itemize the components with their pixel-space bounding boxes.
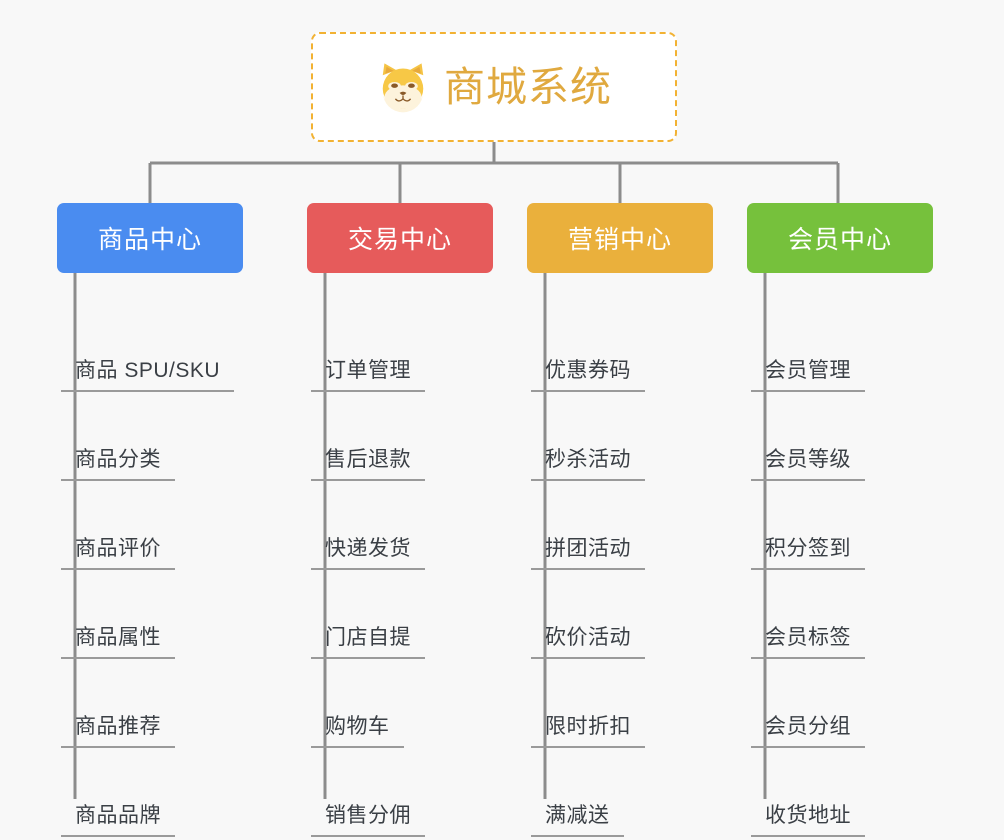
leaf-item-label: 会员等级: [751, 443, 865, 481]
leaf-item-label: 会员标签: [751, 621, 865, 659]
category-box-product[interactable]: 商品中心: [57, 203, 243, 273]
list-item[interactable]: 售后退款: [311, 392, 493, 481]
leaf-item-label: 门店自提: [311, 621, 425, 659]
category-box-marketing[interactable]: 营销中心: [527, 203, 713, 273]
leaf-item-label: 商品 SPU/SKU: [61, 354, 235, 392]
list-item[interactable]: 购物车: [311, 659, 493, 748]
list-item[interactable]: 收货地址: [751, 748, 933, 837]
root-title: 商城系统: [444, 63, 612, 110]
category-column-product: 商品中心 商品 SPU/SKU 商品分类 商品评价 商品属性 商品推荐 商品品牌: [57, 203, 243, 837]
list-item[interactable]: 商品品牌: [61, 748, 243, 837]
leaf-item-label: 商品评价: [61, 532, 175, 570]
category-column-trade: 交易中心 订单管理 售后退款 快递发货 门店自提 购物车 销售分佣: [307, 203, 493, 837]
category-column-member: 会员中心 会员管理 会员等级 积分签到 会员标签 会员分组 收货地址: [747, 203, 933, 837]
list-item[interactable]: 销售分佣: [311, 748, 493, 837]
leaf-item-label: 积分签到: [751, 532, 865, 570]
list-item[interactable]: 会员标签: [751, 570, 933, 659]
leaf-item-label: 商品属性: [61, 621, 175, 659]
list-item[interactable]: 优惠券码: [531, 303, 713, 392]
category-box-member[interactable]: 会员中心: [747, 203, 933, 273]
list-item[interactable]: 会员管理: [751, 303, 933, 392]
category-label: 商品中心: [97, 226, 202, 254]
leaf-item-label: 秒杀活动: [531, 443, 645, 481]
list-item[interactable]: 满减送: [531, 748, 713, 837]
category-column-marketing: 营销中心 优惠券码 秒杀活动 拼团活动 砍价活动 限时折扣 满减送: [527, 203, 713, 837]
list-item[interactable]: 快递发货: [311, 481, 493, 570]
leaf-item-label: 售后退款: [311, 443, 425, 481]
leaf-item-label: 会员分组: [751, 710, 865, 748]
leaf-item-label: 商品品牌: [61, 799, 175, 837]
list-item[interactable]: 商品分类: [61, 392, 243, 481]
list-item[interactable]: 会员等级: [751, 392, 933, 481]
leaf-item-label: 购物车: [311, 710, 404, 748]
leaf-item-label: 拼团活动: [531, 532, 645, 570]
leaf-item-label: 商品分类: [61, 443, 175, 481]
category-label: 营销中心: [567, 226, 672, 254]
leaf-item-list: 优惠券码 秒杀活动 拼团活动 砍价活动 限时折扣 满减送: [527, 273, 713, 837]
category-box-trade[interactable]: 交易中心: [307, 203, 493, 273]
leaf-item-label: 销售分佣: [311, 799, 425, 837]
list-item[interactable]: 拼团活动: [531, 481, 713, 570]
list-item[interactable]: 商品 SPU/SKU: [61, 303, 243, 392]
category-label: 交易中心: [347, 226, 452, 254]
leaf-item-label: 限时折扣: [531, 710, 645, 748]
list-item[interactable]: 门店自提: [311, 570, 493, 659]
list-item[interactable]: 订单管理: [311, 303, 493, 392]
leaf-item-label: 满减送: [531, 799, 624, 837]
leaf-item-list: 会员管理 会员等级 积分签到 会员标签 会员分组 收货地址: [747, 273, 933, 837]
leaf-item-label: 快递发货: [311, 532, 425, 570]
shiba-dog-face-icon: [376, 60, 430, 114]
leaf-item-list: 订单管理 售后退款 快递发货 门店自提 购物车 销售分佣: [307, 273, 493, 837]
list-item[interactable]: 秒杀活动: [531, 392, 713, 481]
leaf-item-label: 优惠券码: [531, 354, 645, 392]
leaf-item-label: 订单管理: [311, 354, 425, 392]
leaf-item-label: 商品推荐: [61, 710, 175, 748]
list-item[interactable]: 砍价活动: [531, 570, 713, 659]
leaf-item-label: 收货地址: [751, 799, 865, 837]
list-item[interactable]: 积分签到: [751, 481, 933, 570]
leaf-item-label: 砍价活动: [531, 621, 645, 659]
category-label: 会员中心: [787, 226, 892, 254]
list-item[interactable]: 商品评价: [61, 481, 243, 570]
list-item[interactable]: 商品推荐: [61, 659, 243, 748]
list-item[interactable]: 商品属性: [61, 570, 243, 659]
list-item[interactable]: 会员分组: [751, 659, 933, 748]
list-item[interactable]: 限时折扣: [531, 659, 713, 748]
leaf-item-list: 商品 SPU/SKU 商品分类 商品评价 商品属性 商品推荐 商品品牌: [57, 273, 243, 837]
root-node[interactable]: 商城系统: [311, 32, 677, 142]
leaf-item-label: 会员管理: [751, 354, 865, 392]
